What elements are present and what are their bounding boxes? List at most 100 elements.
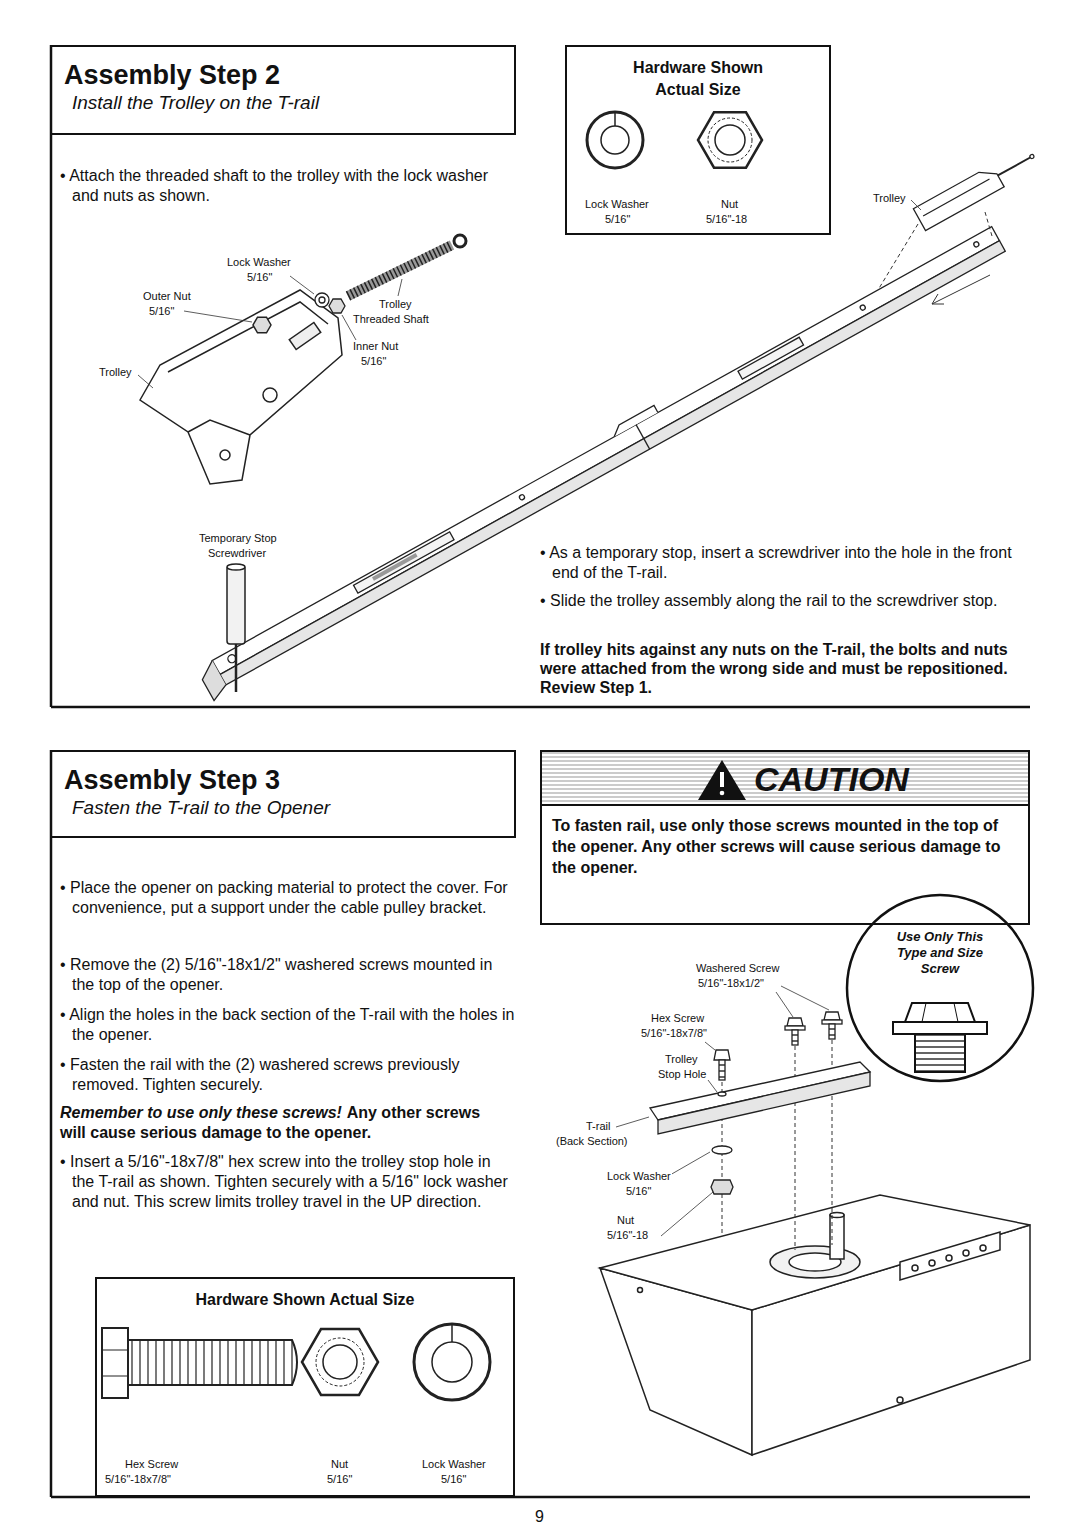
step-title: Assembly Step 3 xyxy=(64,764,502,796)
t-rail-back-section xyxy=(658,1072,870,1134)
lock-washer-actual-size xyxy=(432,1342,472,1382)
opener-housing xyxy=(929,1260,935,1266)
caution-band xyxy=(541,804,1029,806)
nut-actual-size xyxy=(323,1345,357,1379)
step-subtitle: Install the Trolley on the T-rail xyxy=(64,91,502,115)
part-label: Trolley xyxy=(378,298,413,311)
t-rail xyxy=(610,405,658,436)
frame-line xyxy=(50,750,53,1497)
part-label: 5/16" xyxy=(625,1185,652,1198)
part-label: T-rail xyxy=(585,1120,611,1133)
note-text: Remember to use only these screws! xyxy=(60,1104,342,1121)
part-label: Washered Screw xyxy=(695,962,780,975)
part-label: Nut xyxy=(616,1214,635,1227)
t-rail xyxy=(197,660,230,700)
circle-outline xyxy=(845,893,1035,1083)
hex-screw-actual-size xyxy=(102,1328,128,1398)
part-label: Lock Washer xyxy=(584,198,650,211)
hex-screw-actual-size xyxy=(102,1328,297,1398)
leader-line xyxy=(138,375,153,388)
trolley xyxy=(168,302,328,372)
trolley-small xyxy=(913,165,1004,231)
nut-actual-size xyxy=(302,1329,378,1395)
opener-housing xyxy=(946,1255,952,1261)
part-label: Trolley xyxy=(872,192,907,205)
washer-and-nut xyxy=(315,293,329,307)
screw-icon xyxy=(893,1022,987,1034)
part-label: 5/16"-18x7/8" xyxy=(104,1473,172,1486)
part-label: Inner Nut xyxy=(352,340,399,353)
trolley xyxy=(140,290,342,484)
t-rail xyxy=(354,532,454,593)
t-rail xyxy=(973,241,980,248)
screwdriver xyxy=(227,564,245,692)
washer-and-nut xyxy=(315,293,345,313)
opener-housing xyxy=(963,1250,969,1256)
instruction-text: • As a temporary stop, insert a screwdri… xyxy=(540,543,1037,583)
washer-and-nut xyxy=(329,299,345,313)
t-rail xyxy=(372,553,418,581)
screwdriver xyxy=(235,644,238,692)
threaded-shaft xyxy=(348,235,466,296)
hardware-title: Hardware Shown Actual Size xyxy=(618,57,778,101)
leader-line xyxy=(708,1080,717,1092)
part-label: Temporary Stop xyxy=(198,532,278,545)
trolley xyxy=(220,450,230,460)
nut-actual-size xyxy=(698,112,762,167)
screws xyxy=(714,1050,730,1060)
screws xyxy=(712,1146,732,1154)
part-label: 5/16"-18x7/8" xyxy=(640,1027,708,1040)
threaded-shaft xyxy=(348,245,452,296)
instruction-text: • Attach the threaded shaft to the troll… xyxy=(60,166,517,206)
caution-band xyxy=(720,772,724,787)
leader-line xyxy=(661,1192,713,1236)
screws xyxy=(711,1180,733,1194)
screws xyxy=(824,1012,840,1020)
part-label: 5/16"-18 xyxy=(705,213,748,226)
screws xyxy=(829,1024,835,1039)
trolley-small xyxy=(998,157,1030,175)
caution-box: CAUTIONTo fasten rail, use only those sc… xyxy=(540,750,1030,925)
step-subtitle: Fasten the T-rail to the Opener xyxy=(64,796,502,820)
part-label: Lock Washer xyxy=(421,1458,487,1471)
t-rail xyxy=(859,304,866,311)
opener-housing xyxy=(900,1232,1000,1280)
leader-line xyxy=(911,200,921,210)
hex-screw-actual-size xyxy=(102,1350,128,1351)
lock-washer-actual-size xyxy=(614,112,616,126)
part-label: 5/16"-18 xyxy=(606,1229,649,1242)
part-label: Outer Nut xyxy=(142,290,192,303)
threaded-shaft xyxy=(348,245,452,296)
hex-screw-actual-size xyxy=(128,1340,297,1385)
part-label: 5/16"-18x1/2" xyxy=(697,977,765,990)
note-paragraph: Remember to use only these screws!Any ot… xyxy=(60,1103,505,1143)
trolley xyxy=(289,322,320,349)
screw-icon xyxy=(893,1003,987,1072)
part-label: 5/16" xyxy=(246,271,273,284)
lock-washer-actual-size xyxy=(587,112,643,168)
trolley xyxy=(263,388,277,402)
part-label: Threaded Shaft xyxy=(352,313,430,326)
t-rail xyxy=(738,337,804,379)
screwdriver xyxy=(227,564,245,570)
lock-washer-actual-size xyxy=(587,112,643,168)
screws xyxy=(787,1018,803,1026)
part-label: Nut xyxy=(720,198,739,211)
screw-icon xyxy=(915,1034,965,1072)
t-rail xyxy=(220,241,1005,685)
caution-band xyxy=(541,751,1029,805)
guide-line xyxy=(878,224,918,290)
lock-washer-actual-size xyxy=(414,1324,490,1400)
nut-actual-size xyxy=(316,1338,364,1386)
nut-actual-size xyxy=(698,112,762,167)
frame-line xyxy=(50,45,53,707)
opener-housing xyxy=(600,1195,1030,1310)
threaded-shaft xyxy=(454,235,466,247)
frame-line xyxy=(51,706,1030,709)
caution-band xyxy=(698,760,746,800)
screw-icon xyxy=(905,1003,975,1022)
screwdriver xyxy=(227,566,245,644)
leader-line xyxy=(670,1152,710,1175)
nut-actual-size xyxy=(715,125,745,155)
leader-line xyxy=(705,1042,715,1050)
